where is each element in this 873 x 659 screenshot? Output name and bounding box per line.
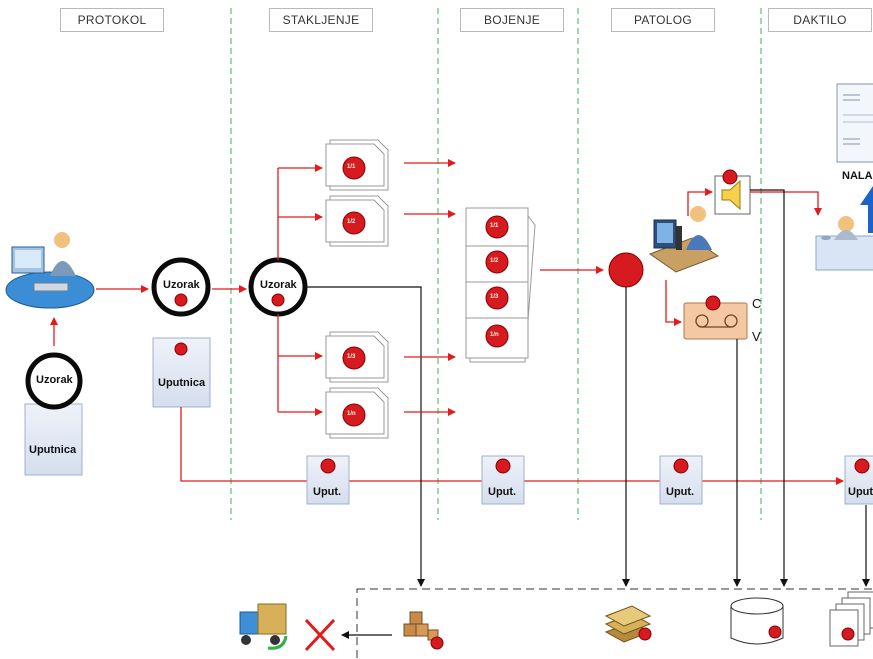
report-label: NALA [842, 170, 873, 182]
sample-label: Uzorak [36, 374, 73, 386]
lane-header-stakljenje: STAKLJENJE [269, 8, 373, 32]
stained-slides-column [465, 207, 536, 363]
referral-flow-line [180, 407, 844, 485]
c-label: C [752, 296, 762, 311]
pathologist-marker [608, 252, 644, 288]
marker-dot [705, 295, 721, 311]
slide-label: 1/1 [347, 164, 356, 170]
slide-stack [325, 139, 389, 191]
lane-header-patolog: PATOLOG [611, 8, 715, 32]
sample-ring [25, 352, 83, 410]
uput-label: Uput. [848, 486, 873, 498]
uput-card [481, 455, 525, 505]
slide-box-stack-icon [604, 605, 652, 643]
uput-label: Uput. [666, 486, 695, 498]
uput-label: Uput. [488, 486, 517, 498]
documents-stack-icon [829, 591, 873, 647]
uput-card [844, 455, 873, 505]
database-icon [730, 597, 784, 645]
slide-label: 1/2 [347, 219, 356, 225]
marker-dot [722, 169, 738, 185]
lane-header-daktilo: DAKTILO [768, 8, 872, 32]
marker-dot [174, 342, 188, 356]
lane-dividers [230, 8, 762, 520]
workstation-icon [5, 232, 95, 309]
referral-label: Uputnica [158, 377, 206, 389]
archive-flow-lines [733, 189, 870, 587]
sample-ring [151, 257, 211, 317]
archive-flow-line [305, 286, 425, 587]
lane-header-bojenje: BOJENJE [460, 8, 564, 32]
up-arrow-icon [860, 186, 873, 233]
uput-label: Uput. [313, 486, 342, 498]
slide-label: 1/n [347, 411, 356, 417]
typist-desk-icon [815, 216, 873, 271]
sample-label: Uzorak [260, 279, 297, 291]
report-document-icon [836, 83, 873, 163]
marker-dot [271, 293, 285, 307]
slide-stack [325, 195, 389, 247]
slide-label: 1/3 [347, 354, 356, 360]
microscope-icon [648, 206, 720, 273]
tape-recorder-icon [683, 302, 748, 340]
slide-stack [325, 331, 389, 383]
uput-card [659, 455, 703, 505]
patolog-flow-lines [665, 188, 822, 326]
delivery-truck-icon [239, 603, 288, 650]
slide-label: 1/n [490, 332, 499, 338]
v-label: V [752, 329, 761, 344]
branch-lines [277, 164, 323, 416]
archive-box [356, 588, 873, 659]
boxes-icon [403, 611, 444, 650]
uputnica-card [24, 403, 83, 476]
slide-label: 1/1 [490, 223, 499, 229]
flow-arrows [404, 159, 456, 416]
sample-label: Uzorak [163, 279, 200, 291]
cross-icon [304, 618, 336, 652]
slide-label: 1/2 [490, 258, 499, 264]
referral-label: Uputnica [29, 444, 77, 456]
marker-dot [174, 293, 188, 307]
lane-header-protokol: PROTOKOL [60, 8, 164, 32]
slide-label: 1/3 [490, 294, 499, 300]
uput-card [306, 455, 350, 505]
speaker-icon [721, 179, 741, 211]
slide-stack [325, 387, 389, 439]
